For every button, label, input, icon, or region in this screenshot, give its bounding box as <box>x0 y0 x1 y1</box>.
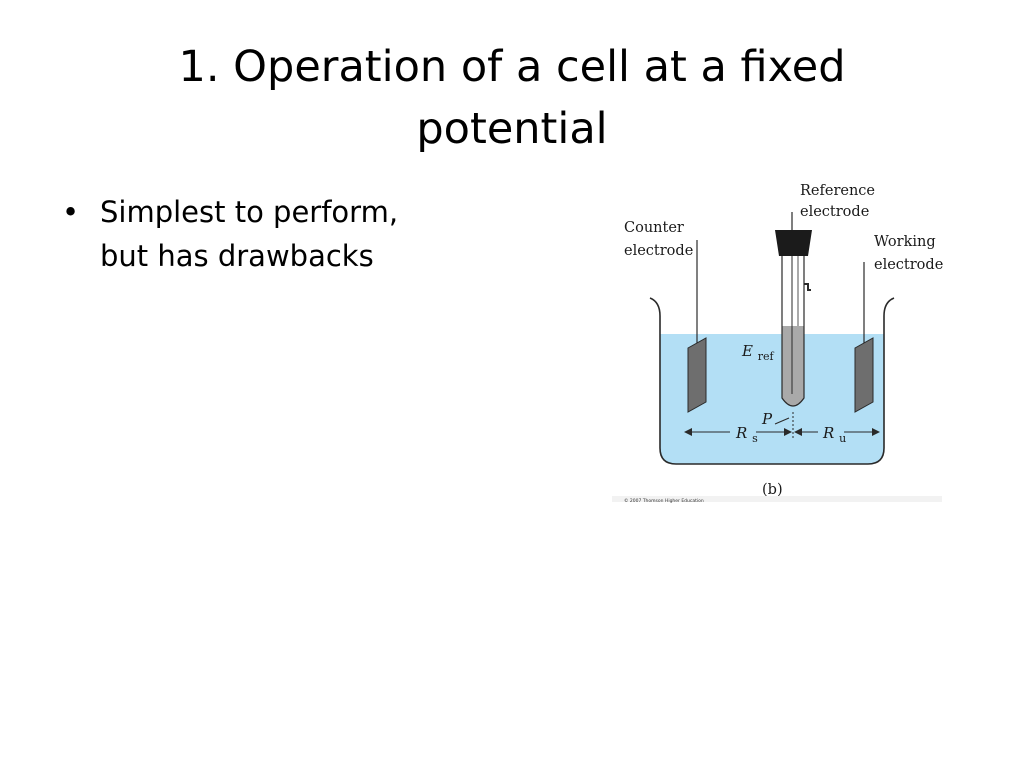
reference-label-line-1: Reference <box>800 183 875 199</box>
slide-title-line-1: 1. Operation of a cell at a fixed <box>178 42 846 92</box>
rs-sub: s <box>752 432 758 445</box>
beaker <box>649 297 895 465</box>
reference-tube <box>781 256 805 407</box>
slide-title: 1. Operation of a cell at a fixed potent… <box>80 36 944 160</box>
bullet-text-line-1: Simplest to perform, <box>100 195 399 229</box>
figure-caption: (b) <box>762 482 783 498</box>
working-label-line-1: Working <box>874 234 936 250</box>
electrochemical-cell-diagram: Reference electrode Counter electrode Wo… <box>612 183 943 504</box>
e-ref-sub: ref <box>758 350 775 363</box>
counter-electrode-plate <box>687 337 707 413</box>
p-label: P <box>761 410 773 428</box>
bullet-list: • Simplest to perform, but has drawbacks <box>60 190 480 278</box>
rs-label: R s <box>735 424 758 445</box>
rs-arrow-right-head <box>784 428 792 436</box>
working-electrode-plate <box>854 337 874 413</box>
bullet-item: • Simplest to perform, but has drawbacks <box>60 190 480 278</box>
reference-side-arm <box>804 283 811 291</box>
rs-main: R <box>735 424 747 442</box>
ru-arrow-right-head <box>872 428 880 436</box>
ru-sub: u <box>839 432 846 445</box>
reference-fill <box>782 326 804 406</box>
slide-title-line-2: potential <box>416 104 608 154</box>
bullet-text: Simplest to perform, but has drawbacks <box>100 190 480 278</box>
e-ref-label: E ref <box>741 342 775 363</box>
ru-main: R <box>822 424 834 442</box>
ru-label: R u <box>822 424 846 445</box>
reference-label-line-2: electrode <box>800 204 869 220</box>
working-label-line-2: electrode <box>874 257 943 273</box>
bullet-text-line-2: but has drawbacks <box>100 239 374 273</box>
counter-label-line-1: Counter <box>624 220 684 236</box>
counter-label-line-2: electrode <box>624 243 693 259</box>
reference-stopper <box>775 230 812 256</box>
rs-arrow-left-head <box>684 428 692 436</box>
e-ref-main: E <box>741 342 753 360</box>
copyright-strip <box>612 496 942 502</box>
bullet-marker: • <box>62 195 80 229</box>
copyright-text: © 2007 Thomson Higher Education <box>624 497 704 504</box>
p-leader-line <box>774 417 790 425</box>
ru-arrow-left-head <box>794 428 802 436</box>
